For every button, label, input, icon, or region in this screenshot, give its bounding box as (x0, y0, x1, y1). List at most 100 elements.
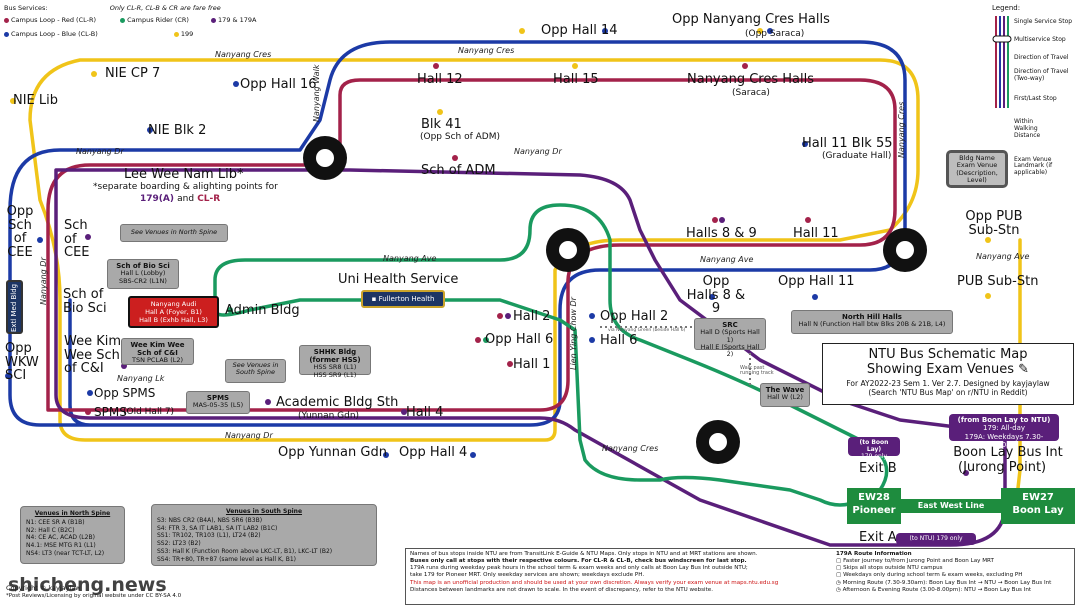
legend-first-last: First/Last Stop (1014, 95, 1057, 102)
stop-opp-hall-2: Opp Hall 2 (600, 309, 669, 324)
box-spms: SPMS MAS-05-35 (L5) (186, 391, 250, 414)
stop-graduate-hall: (Graduate Hall) (822, 151, 892, 161)
road-nanyang-cres-east: Nanyang Cres (897, 101, 906, 158)
stop-pub-sub-stn: PUB Sub-Stn (957, 274, 1039, 289)
stop-nie-blk-2: NIE Blk 2 (148, 123, 207, 138)
stop-admin-bldg: Admin Bldg (225, 303, 300, 318)
box-south-spine: Venues in South Spine S3: NBS CR2 (B4A),… (151, 504, 377, 566)
road-nanyang-ave: Nanyang Ave (700, 255, 754, 264)
mrt-pioneer: EW28 Pioneer (847, 488, 901, 524)
box-north-hill: North Hill Halls Hall N (Function Hall b… (791, 310, 953, 334)
box-shhk: SHHK Bldg (former HSS) HSS SR8 (L1) HSS … (299, 345, 371, 379)
map-title-box: NTU Bus Schematic Map Showing Exam Venue… (822, 343, 1074, 405)
roundabouts (303, 136, 927, 464)
legend-single-stop: Single Service Stop (1014, 18, 1073, 25)
stop-hall-2: Hall 2 (513, 309, 551, 324)
legend-sample-box: Bldg Name Exam Venue (Description, Level… (946, 150, 1008, 188)
map-legend: Legend: Single Service Stop Multiservice… (992, 4, 1078, 142)
box-boon-lay-to-ntu: (from Boon Lay to NTU) 179: All-day 179A… (949, 414, 1059, 449)
mrt-east-west-line: East West Line (901, 499, 1001, 513)
copyright: Copyright © kayjaylaw (6, 584, 81, 592)
stop-sch-bio-sci: Sch of Bio Sci (63, 287, 107, 316)
road-nanyang-cres: Nanyang Cres (215, 50, 272, 59)
stop-opp-hall-11: Opp Hall 11 (778, 274, 855, 289)
stop-opp-pub: Opp PUB Sub-Stn (965, 209, 1023, 238)
box-wkw: Wee Kim Wee Sch of C&I TSN PCLAB (L2) (121, 338, 194, 365)
road-lien-ying: Lien Ying Chow Dr (569, 297, 578, 370)
stop-opp-yunnan: Opp Yunnan Gdn (278, 445, 387, 460)
stop-hall-12: Hall 12 (417, 72, 463, 87)
stop-opp-nanyang-cres-halls: Opp Nanyang Cres Halls (672, 12, 830, 27)
box-extl-med: Extl Med Bldg (6, 280, 23, 334)
map-search-hint: (Search 'NTU Bus Map' on r/NTU in Reddit… (868, 388, 1028, 397)
wave-walk-note: Walk past running track (740, 365, 774, 377)
road-nanyang-walk: Nanyang Walk (312, 64, 321, 122)
stop-opp-halls-8-9: Opp Halls 8 & 9 (686, 274, 746, 317)
road-nanyang-ave: Nanyang Ave (383, 254, 437, 263)
legend-exam-venue: Exam Venue Landmark (if applicable) (1014, 156, 1053, 176)
service-cr: Campus Rider (CR) (127, 16, 189, 24)
service-clr: Campus Loop - Red (CL-R) (11, 16, 97, 24)
stop-exit-a: Exit A (859, 530, 897, 545)
stop-jurong-point: (Jurong Point) (958, 460, 1047, 475)
road-nanyang-dr: Nanyang Dr (514, 147, 562, 156)
box-the-wave: The Wave Hall W (L2) (760, 383, 810, 407)
service-199: 199 (180, 30, 194, 38)
stop-lee-wee-nam: Lee Wee Nam Lib* (124, 167, 244, 182)
box-to-ntu: (to NTU) 179 only (896, 533, 976, 545)
legend-direction: Direction of Travel (1014, 54, 1069, 61)
service-legend: Bus Services: Only CL-R, CL-B & CR are f… (4, 4, 257, 38)
stop-hall-1: Hall 1 (513, 357, 551, 372)
map-version: For AY2022-23 Sem 1. Ver 2.7. Designed b… (846, 379, 1050, 388)
box-bio-sci: Sch of Bio Sci Hall L (Lobby) SBS-CR2 (L… (107, 259, 179, 289)
license-note: *Post Reviews/Licensing by original webs… (6, 593, 182, 599)
box-src: SRC Hall D (Sports Hall 1) Hall E (Sport… (694, 318, 766, 358)
stop-opp-sch-cee: Opp Sch of CEE (6, 204, 34, 260)
mrt-boon-lay: EW27 Boon Lay (1001, 488, 1075, 524)
road-nanyang-dr: Nanyang Dr (225, 431, 273, 440)
box-see-north-spine: See Venues in North Spine (120, 224, 228, 242)
legend-two-way: Direction of Travel (Two-way) (1014, 68, 1069, 82)
stop-opp-saraca: (Opp Saraca) (745, 29, 805, 39)
stop-hall-11: Hall 11 (793, 226, 839, 241)
legend-sample-text: Bldg Name Exam Venue (Description, Level… (956, 154, 998, 185)
road-nanyang-lk: Nanyang Lk (117, 374, 165, 383)
stop-yunnan-gdn: (Yunnan Gdn) (298, 411, 360, 421)
map-subtitle: Showing Exam Venues ✎ (866, 362, 1030, 377)
stop-opp-hall-14: Opp Hall 14 (541, 23, 618, 38)
map-title: NTU Bus Schematic Map (868, 347, 1028, 362)
stop-opp-spms: Opp SPMS (94, 386, 156, 400)
stop-hall-4: Hall 4 (406, 405, 444, 420)
stop-blk-41: Blk 41 (421, 117, 462, 132)
box-see-south-spine: See Venues in South Spine (225, 359, 286, 383)
fare-note: Only CL-R, CL-B & CR are fare free (109, 4, 221, 12)
stop-halls-8-9: Halls 8 & 9 (686, 226, 757, 241)
stop-dots (5, 28, 991, 476)
stop-sch-adm: Sch of ADM (421, 163, 496, 178)
stop-hall-11-blk-55: Hall 11 Blk 55 (802, 136, 893, 151)
notes-box: Names of bus stops inside NTU are from T… (405, 548, 1075, 605)
box-to-boon-lay: (to Boon Lay) 179 only (848, 437, 900, 460)
stop-nanyang-cres-halls: Nanyang Cres Halls (687, 72, 814, 87)
service-179: 179 & 179A (218, 16, 257, 24)
box-fullerton: ▪ Fullerton Health (361, 290, 445, 308)
stop-opp-hall-16: Opp Hall 16 (240, 77, 317, 92)
stop-hall-15: Hall 15 (553, 72, 599, 87)
box-north-spine: Venues in North Spine N1: CEE SR A (B1B)… (20, 506, 125, 564)
lee-wee-nam-note-2: 179(A) and CL-R (140, 194, 221, 204)
stop-academic-bldg: Academic Bldg Sth (276, 395, 399, 410)
stop-spms: SPMS (94, 405, 127, 419)
watermark: shicheng.news (8, 574, 167, 596)
legend-walking: Within Walking Distance (1014, 118, 1041, 139)
lee-wee-nam-note: *separate boarding & alighting points fo… (93, 182, 278, 192)
stop-uni-health: Uni Health Service (338, 272, 459, 287)
road-nanyang-ave: Nanyang Ave (976, 252, 1030, 261)
stop-hall-6: Hall 6 (600, 333, 638, 348)
stop-opp-sch-adm: (Opp Sch of ADM) (420, 132, 501, 142)
legend-title: Legend: (992, 4, 1021, 12)
stop-exit-b: Exit B (859, 461, 897, 476)
edit-icon: ✎ (1018, 362, 1030, 377)
route-179 (54, 168, 1007, 547)
stop-sch-of-cee: Sch of CEE (64, 218, 90, 261)
